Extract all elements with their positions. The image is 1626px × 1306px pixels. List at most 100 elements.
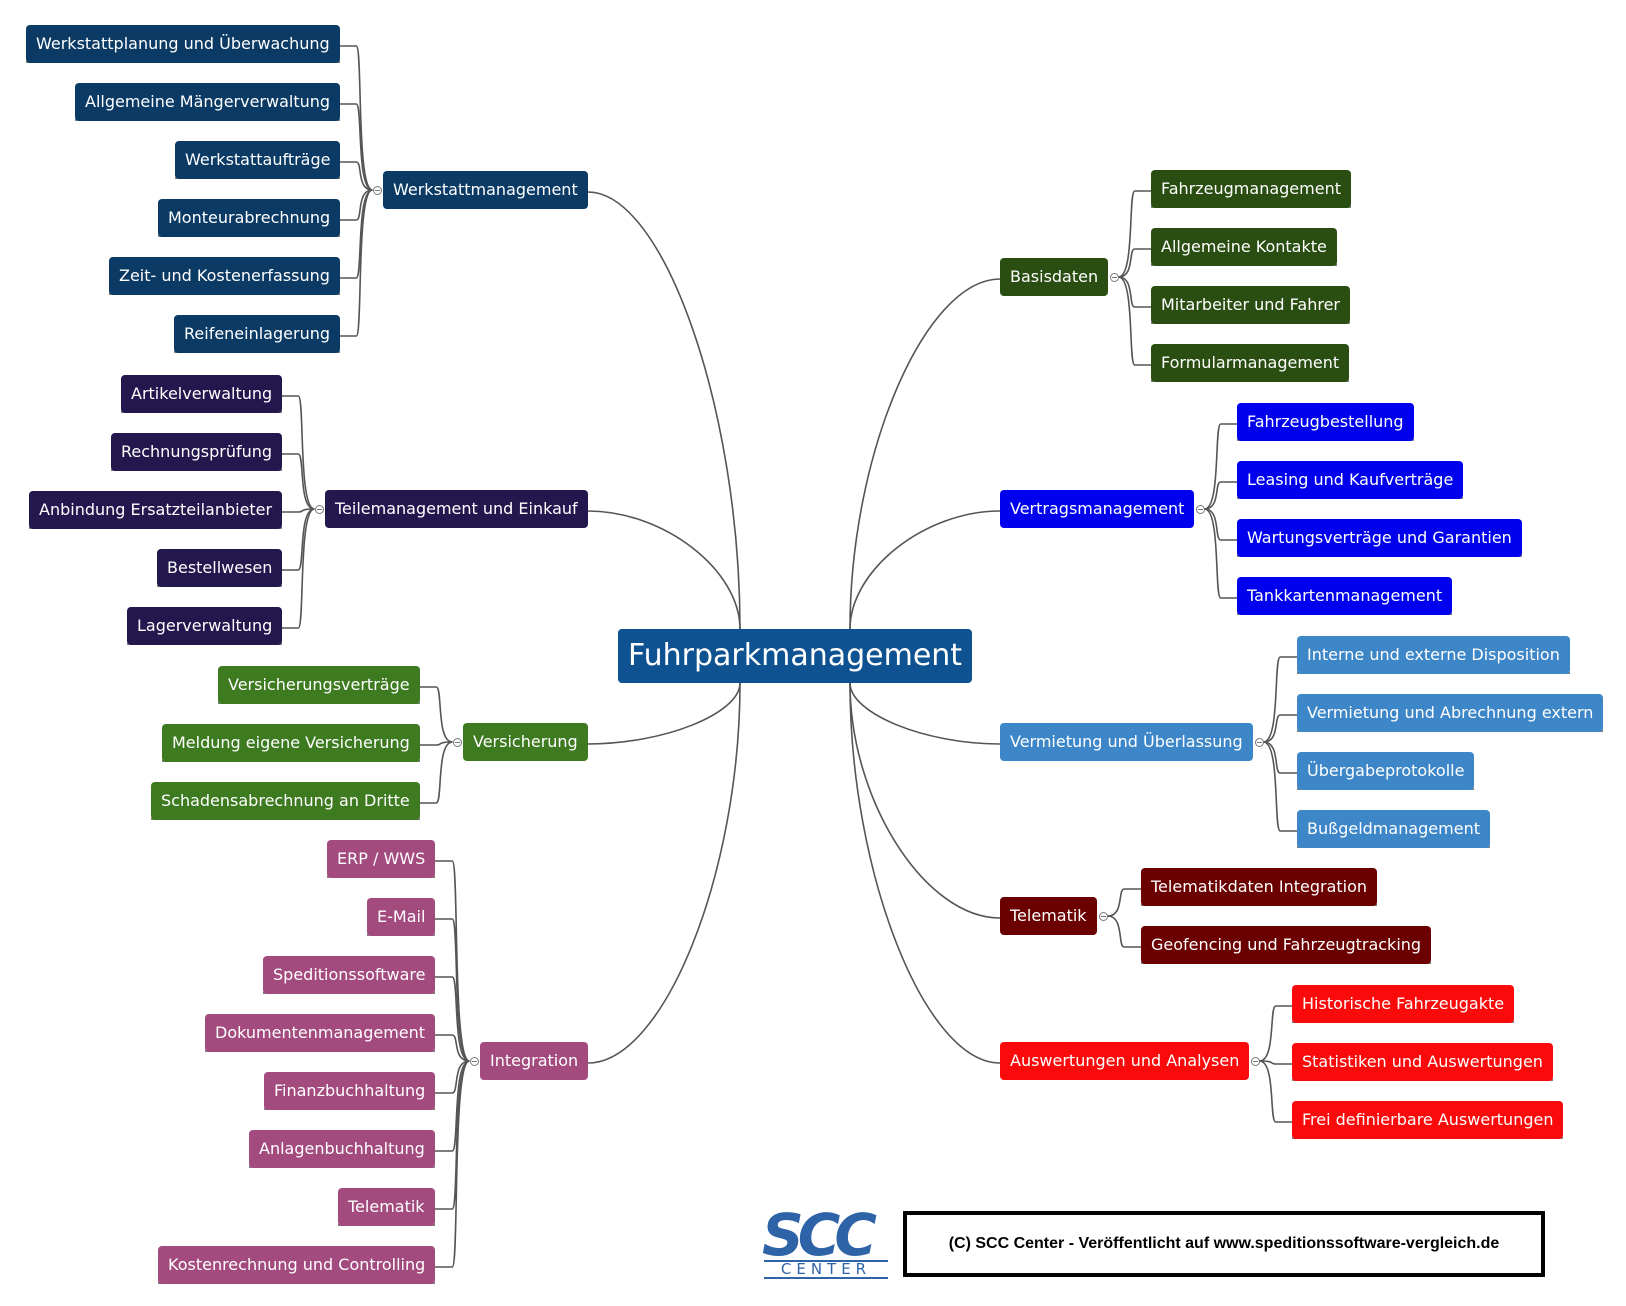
connector-vertrag-1 — [1204, 481, 1237, 510]
node-werkstattplanung-und-ueberwachung[interactable]: Werkstattplanung und Überwachung — [26, 25, 340, 63]
node-versicherungsvertraege[interactable]: Versicherungsverträge — [218, 666, 420, 704]
connector-basis-2 — [1118, 276, 1151, 308]
node-allgemeine-maengerverwaltung[interactable]: Allgemeine Mängerverwaltung — [75, 83, 341, 121]
connector-basis-0 — [1118, 190, 1151, 278]
node-finanzbuchhaltung[interactable]: Finanzbuchhaltung — [264, 1072, 436, 1110]
connector-werkstatt-4 — [340, 189, 373, 279]
connector-telematik-1 — [1107, 915, 1141, 948]
connector-root-auswertung — [849, 682, 1001, 1064]
node-lagerverwaltung[interactable]: Lagerverwaltung — [127, 607, 283, 645]
connector-vertrag-0 — [1204, 423, 1237, 510]
collapse-toggle-vermietung[interactable] — [1254, 737, 1264, 747]
branch-vertrag[interactable]: Vertragsmanagement — [1000, 490, 1195, 528]
collapse-toggle-basis[interactable] — [1109, 272, 1119, 282]
node-telematik[interactable]: Telematik — [338, 1188, 435, 1226]
branch-vermietung[interactable]: Vermietung und Überlassung — [1000, 723, 1253, 761]
node-monteurabrechnung[interactable]: Monteurabrechnung — [158, 199, 341, 237]
node-uebergabeprotokolle[interactable]: Übergabeprotokolle — [1297, 752, 1475, 790]
connector-vermietung-3 — [1263, 741, 1297, 832]
connector-versicherung-0 — [420, 686, 453, 743]
node-fahrzeugbestellung[interactable]: Fahrzeugbestellung — [1237, 403, 1414, 441]
branch-versicherung[interactable]: Versicherung — [463, 723, 588, 761]
node-anbindung-ersatzteilanbieter[interactable]: Anbindung Ersatzteilanbieter — [29, 491, 283, 529]
node-geofencing-und-fahrzeugtracking[interactable]: Geofencing und Fahrzeugtracking — [1141, 926, 1432, 964]
node-formularmanagement[interactable]: Formularmanagement — [1151, 344, 1350, 382]
node-artikelverwaltung[interactable]: Artikelverwaltung — [121, 375, 283, 413]
connector-teile-1 — [282, 453, 315, 510]
node-werkstattauftraege[interactable]: Werkstattaufträge — [175, 141, 341, 179]
node-frei-definierbare-auswertungen[interactable]: Frei definierbare Auswertungen — [1292, 1101, 1564, 1139]
connector-root-versicherung — [587, 682, 741, 745]
branch-teile[interactable]: Teilemanagement und Einkauf — [325, 490, 588, 528]
connector-root-basis — [849, 278, 1001, 630]
node-kostenrechnung-und-controlling[interactable]: Kostenrechnung und Controlling — [158, 1246, 436, 1284]
connector-werkstatt-0 — [340, 45, 373, 191]
connector-root-telematik — [849, 682, 1001, 919]
connector-auswertung-2 — [1259, 1060, 1292, 1123]
node-allgemeine-kontakte[interactable]: Allgemeine Kontakte — [1151, 228, 1337, 266]
connector-root-vertrag — [849, 510, 1001, 630]
node-statistiken-und-auswertungen[interactable]: Statistiken und Auswertungen — [1292, 1043, 1553, 1081]
connector-werkstatt-2 — [340, 161, 373, 191]
node-reifeneinlagerung[interactable]: Reifeneinlagerung — [174, 315, 340, 353]
connector-integration-0 — [435, 860, 471, 1062]
node-leasing-und-kaufvertraege[interactable]: Leasing und Kaufverträge — [1237, 461, 1464, 499]
root-node[interactable]: Fuhrparkmanagement — [618, 629, 973, 683]
collapse-toggle-teile[interactable] — [314, 504, 324, 514]
node-historische-fahrzeugakte[interactable]: Historische Fahrzeugakte — [1292, 985, 1515, 1023]
connector-werkstatt-1 — [340, 103, 373, 191]
connector-auswertung-1 — [1259, 1060, 1292, 1065]
node-bussgeldmanagement[interactable]: Bußgeldmanagement — [1297, 810, 1490, 848]
connector-vermietung-0 — [1263, 656, 1297, 743]
node-rechnungspruefung[interactable]: Rechnungsprüfung — [111, 433, 283, 471]
node-meldung-eigene-versicherung[interactable]: Meldung eigene Versicherung — [162, 724, 420, 762]
copyright-box: (C) SCC Center - Veröffentlicht auf www.… — [903, 1211, 1545, 1277]
branch-integration[interactable]: Integration — [480, 1042, 589, 1080]
connector-integration-7 — [435, 1060, 471, 1268]
node-telematikdaten-integration[interactable]: Telematikdaten Integration — [1141, 868, 1378, 906]
connector-auswertung-0 — [1259, 1005, 1292, 1062]
connector-telematik-0 — [1107, 888, 1141, 917]
node-wartungsvertraege-und-garantien[interactable]: Wartungsverträge und Garantien — [1237, 519, 1522, 557]
branch-auswertung[interactable]: Auswertungen und Analysen — [1000, 1042, 1250, 1080]
node-erp-wws[interactable]: ERP / WWS — [327, 840, 436, 878]
node-zeit-und-kostenerfassung[interactable]: Zeit- und Kostenerfassung — [109, 257, 340, 295]
branch-telematik[interactable]: Telematik — [1000, 897, 1097, 935]
collapse-toggle-werkstatt[interactable] — [372, 185, 382, 195]
connector-teile-2 — [282, 508, 315, 513]
connector-werkstatt-3 — [340, 189, 373, 221]
collapse-toggle-auswertung[interactable] — [1250, 1056, 1260, 1066]
node-speditionssoftware[interactable]: Speditionssoftware — [263, 956, 436, 994]
connector-integration-5 — [435, 1060, 470, 1152]
branch-werkstatt[interactable]: Werkstattmanagement — [383, 171, 588, 209]
collapse-toggle-integration[interactable] — [469, 1056, 479, 1066]
connector-vermietung-2 — [1263, 741, 1297, 774]
logo-scc-text: SCC — [762, 1201, 877, 1269]
connector-integration-2 — [435, 976, 470, 1062]
node-dokumentenmanagement[interactable]: Dokumentenmanagement — [205, 1014, 436, 1052]
node-mitarbeiter-und-fahrer[interactable]: Mitarbeiter und Fahrer — [1151, 286, 1350, 324]
node-anlagenbuchhaltung[interactable]: Anlagenbuchhaltung — [249, 1130, 435, 1168]
node-schadensabrechnung-an-dritte[interactable]: Schadensabrechnung an Dritte — [151, 782, 420, 820]
connector-integration-1 — [435, 918, 470, 1062]
branch-basis[interactable]: Basisdaten — [1000, 258, 1109, 296]
connector-teile-0 — [282, 395, 315, 510]
connector-vertrag-2 — [1204, 508, 1237, 541]
connector-versicherung-1 — [420, 741, 453, 746]
connector-integration-4 — [435, 1060, 470, 1094]
collapse-toggle-vertrag[interactable] — [1195, 504, 1205, 514]
connector-root-integration — [587, 682, 741, 1064]
node-vermietung-und-abrechnung-extern[interactable]: Vermietung und Abrechnung extern — [1297, 694, 1604, 732]
collapse-toggle-telematik[interactable] — [1098, 911, 1108, 921]
node-fahrzeugmanagement[interactable]: Fahrzeugmanagement — [1151, 170, 1351, 208]
node-interne-und-externe-disposition[interactable]: Interne und externe Disposition — [1297, 636, 1570, 674]
collapse-toggle-versicherung[interactable] — [452, 737, 462, 747]
node-e-mail[interactable]: E-Mail — [367, 898, 436, 936]
connector-vermietung-1 — [1263, 714, 1297, 743]
connector-root-teile — [587, 510, 741, 630]
logo-center-text: CENTER — [764, 1260, 888, 1279]
connector-root-werkstatt — [587, 191, 741, 630]
node-tankkartenmanagement[interactable]: Tankkartenmanagement — [1237, 577, 1453, 615]
connector-teile-3 — [282, 508, 315, 571]
node-bestellwesen[interactable]: Bestellwesen — [157, 549, 283, 587]
